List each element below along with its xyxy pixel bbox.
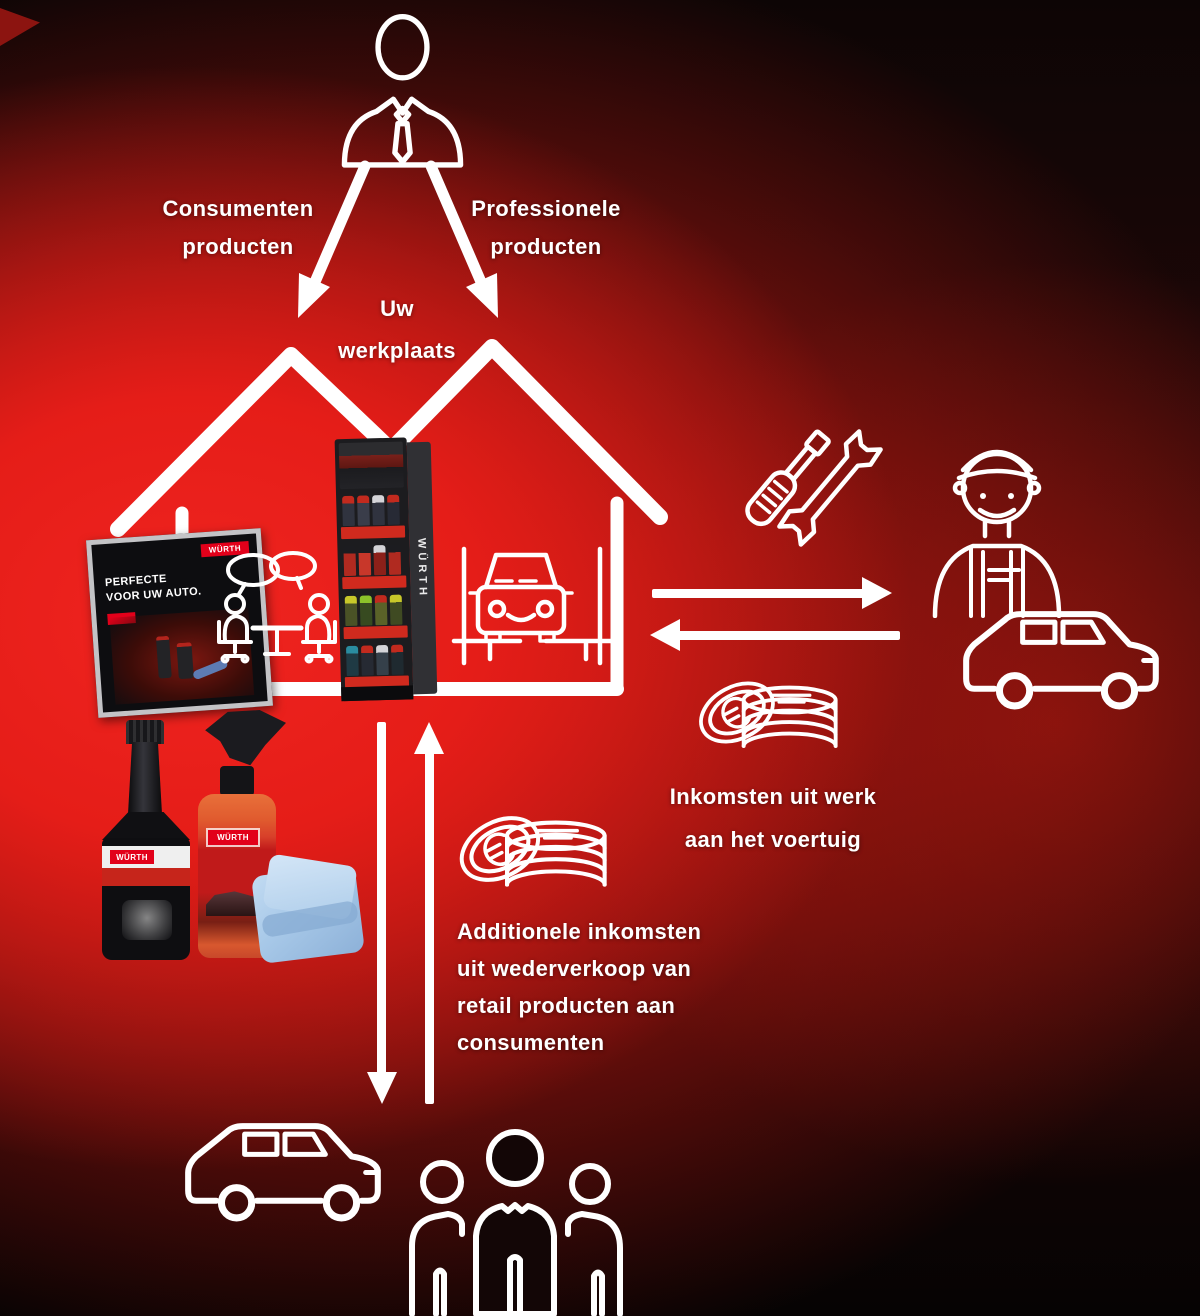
arrow-consumer-products	[298, 160, 371, 318]
bottle-cap	[126, 720, 164, 744]
arrow-income-up	[425, 752, 434, 1104]
rack-shelf-row	[344, 639, 410, 690]
people-group-icon	[409, 1129, 623, 1316]
rack-brand-text: WÜRTH	[415, 537, 429, 599]
sign-bottle-art	[176, 642, 194, 680]
corner-decoration	[0, 8, 40, 46]
car-icon	[963, 611, 1159, 710]
screwdriver-and-wrench-icon	[745, 429, 883, 547]
car-icon	[185, 1123, 381, 1222]
wuerth-logo: WÜRTH	[208, 830, 258, 845]
work-income-label: Inkomsten uit werk aan het voertuig	[669, 784, 877, 852]
product-display-rack: WÜRTH	[334, 437, 438, 702]
arrow-from-mechanic	[678, 631, 900, 640]
businessman-icon	[341, 14, 464, 168]
sign-headline: PERFECTE VOOR UW AUTO.	[104, 572, 202, 605]
bottle-body: WÜRTH	[102, 838, 190, 960]
car-on-lift-icon	[451, 546, 617, 666]
euro-coins-icon	[699, 681, 838, 748]
workshop-label: Uw werkplaats	[338, 296, 456, 363]
arrow-income-up-head	[414, 722, 444, 754]
customer-meeting-icon	[217, 551, 337, 664]
arrow-products-down-head	[367, 1072, 397, 1104]
euro-coins-icon	[459, 816, 607, 887]
mechanic-icon	[932, 449, 1062, 618]
rack-shelf-row	[341, 539, 407, 590]
additive-bottle-product: WÜRTH	[100, 720, 192, 960]
bottle-neck	[128, 742, 162, 814]
arrow-to-mechanic-head	[862, 577, 892, 609]
rack-base	[341, 685, 414, 702]
arrow-professional-products	[425, 160, 498, 318]
arrow-to-mechanic	[652, 589, 864, 598]
microfiber-cloth-product	[251, 853, 366, 968]
rack-header-card	[338, 441, 404, 490]
rack-shelf-row	[343, 589, 408, 640]
additional-income-label: Additionele inkomsten uit wederverkoop v…	[457, 919, 702, 1055]
arrow-products-down	[377, 722, 386, 1074]
bottle-shoulder	[102, 812, 190, 840]
professional-products-label: Professionele producten	[471, 196, 621, 259]
engine-art	[122, 900, 172, 940]
spray-collar	[220, 766, 254, 796]
rack-shelf-row	[340, 490, 406, 540]
arrow-from-mechanic-head	[650, 619, 680, 651]
wuerth-logo: WÜRTH	[110, 850, 154, 864]
consumer-products-label: Consumenten producten	[162, 196, 314, 259]
